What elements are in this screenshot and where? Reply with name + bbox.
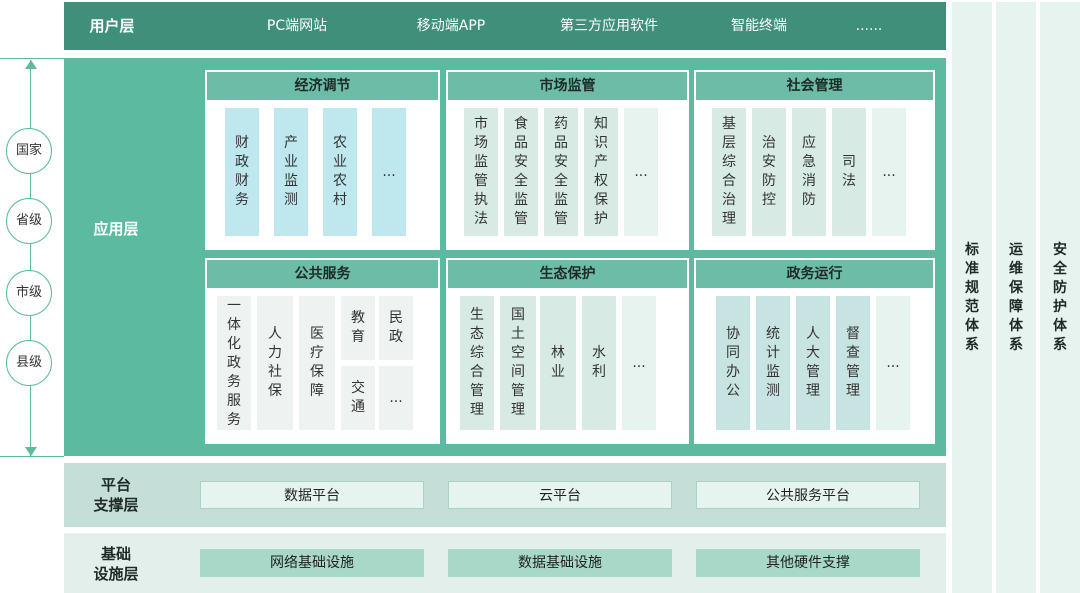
app-item: 民政 bbox=[379, 296, 413, 360]
infrastructure-item: 网络基础设施 bbox=[200, 549, 424, 577]
platform-layer-label: 平台 支撑层 bbox=[93, 476, 139, 514]
user-layer-label: 用户层 bbox=[89, 17, 135, 35]
user-item-pc-site: PC端网站 bbox=[266, 18, 328, 34]
group-government-operations: 政务运行 协同办公 统计监测 人大管理 督查管理 ... bbox=[694, 258, 935, 444]
application-layer: 应用层 经济调节 财政财务 产业监测 农业农村 ... 市场监管 市场监管执法 … bbox=[64, 58, 946, 456]
app-item: 林业 bbox=[540, 296, 576, 430]
arrow-up-icon bbox=[25, 60, 37, 69]
app-item: 司法 bbox=[832, 108, 866, 236]
app-item: 治安防控 bbox=[752, 108, 786, 236]
arrow-down-icon bbox=[25, 447, 37, 456]
user-item-mobile-app: 移动端APP bbox=[416, 18, 486, 34]
group-title: 公共服务 bbox=[207, 260, 438, 288]
app-item: 协同办公 bbox=[716, 296, 750, 430]
app-item: 人大管理 bbox=[796, 296, 830, 430]
scale-level-county: 县级 bbox=[6, 340, 52, 386]
infrastructure-item: 数据基础设施 bbox=[448, 549, 672, 577]
user-item-smart-terminal: 智能终端 bbox=[731, 18, 787, 34]
scale-level-national: 国家 bbox=[6, 128, 52, 174]
platform-item: 公共服务平台 bbox=[696, 481, 920, 509]
platform-item: 数据平台 bbox=[200, 481, 424, 509]
app-item: 教育 bbox=[341, 296, 375, 360]
scale-level-city: 市级 bbox=[6, 270, 52, 316]
infrastructure-item: 其他硬件支撑 bbox=[696, 549, 920, 577]
scale-top-tick bbox=[0, 58, 64, 59]
security-protection-column: 安全防护体系 bbox=[1040, 2, 1080, 593]
app-item: 基层综合治理 bbox=[712, 108, 746, 236]
app-item: 一体化政务服务 bbox=[217, 296, 251, 430]
app-item: 应急消防 bbox=[792, 108, 826, 236]
scale-axis-line bbox=[30, 60, 31, 456]
app-item: 医疗保障 bbox=[299, 296, 335, 430]
user-item-third-party: 第三方应用软件 bbox=[560, 18, 658, 34]
user-item-more: ...... bbox=[855, 18, 883, 34]
group-public-service: 公共服务 一体化政务服务 人力社保 医疗保障 教育 民政 交通 ... bbox=[205, 258, 440, 444]
app-item-more: ... bbox=[872, 108, 906, 236]
app-item: 人力社保 bbox=[257, 296, 293, 430]
group-title: 政务运行 bbox=[696, 260, 933, 288]
scale-level-provincial: 省级 bbox=[6, 198, 52, 244]
app-item: 督查管理 bbox=[836, 296, 870, 430]
app-item-more: ... bbox=[624, 108, 658, 236]
group-social-management: 社会管理 基层综合治理 治安防控 应急消防 司法 ... bbox=[694, 70, 935, 250]
app-item: 水利 bbox=[582, 296, 616, 430]
app-item-more: ... bbox=[372, 108, 406, 236]
app-item: 药品安全监管 bbox=[544, 108, 578, 236]
group-title: 社会管理 bbox=[696, 72, 933, 100]
group-ecological-protection: 生态保护 生态综合管理 国土空间管理 林业 水利 ... bbox=[446, 258, 689, 444]
scale-bottom-tick bbox=[0, 456, 64, 457]
platform-support-layer: 平台 支撑层 数据平台 云平台 公共服务平台 bbox=[64, 463, 946, 527]
app-item-more: ... bbox=[622, 296, 656, 430]
group-title: 市场监管 bbox=[448, 72, 687, 100]
app-item: 交通 bbox=[341, 366, 375, 430]
platform-item: 云平台 bbox=[448, 481, 672, 509]
operations-assurance-column: 运维保障体系 bbox=[996, 2, 1036, 593]
app-item: 知识产权保护 bbox=[584, 108, 618, 236]
application-layer-label: 应用层 bbox=[93, 220, 139, 238]
group-title: 生态保护 bbox=[448, 260, 687, 288]
app-item: 市场监管执法 bbox=[464, 108, 498, 236]
app-item: 产业监测 bbox=[274, 108, 308, 236]
app-item-more: ... bbox=[876, 296, 910, 430]
group-market-supervision: 市场监管 市场监管执法 食品安全监管 药品安全监管 知识产权保护 ... bbox=[446, 70, 689, 250]
infrastructure-layer: 基础 设施层 网络基础设施 数据基础设施 其他硬件支撑 bbox=[64, 533, 946, 593]
app-item: 统计监测 bbox=[756, 296, 790, 430]
app-item: 食品安全监管 bbox=[504, 108, 538, 236]
app-item: 农业农村 bbox=[323, 108, 357, 236]
app-item: 生态综合管理 bbox=[460, 296, 494, 430]
user-layer: 用户层 PC端网站 移动端APP 第三方应用软件 智能终端 ...... bbox=[64, 2, 946, 50]
group-title: 经济调节 bbox=[207, 72, 438, 100]
standards-system-column: 标准规范体系 bbox=[952, 2, 992, 593]
app-item: 国土空间管理 bbox=[500, 296, 536, 430]
infrastructure-layer-label: 基础 设施层 bbox=[93, 545, 139, 583]
group-economic-regulation: 经济调节 财政财务 产业监测 农业农村 ... bbox=[205, 70, 440, 250]
app-item: 财政财务 bbox=[225, 108, 259, 236]
app-item-more: ... bbox=[379, 366, 413, 430]
